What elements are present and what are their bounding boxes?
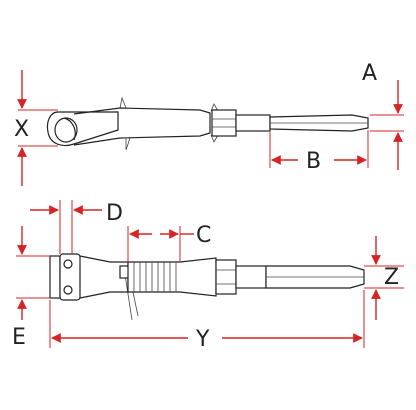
- dimension-b: B: [269, 130, 369, 174]
- label-x: X: [14, 117, 29, 142]
- label-c: C: [196, 223, 211, 248]
- label-z: Z: [384, 265, 399, 290]
- dimension-d: D: [30, 200, 123, 254]
- label-e: E: [12, 325, 26, 350]
- dimension-e: E: [12, 226, 50, 350]
- label-y: Y: [195, 327, 210, 352]
- dimension-c: C: [127, 223, 211, 262]
- label-a: A: [362, 61, 377, 86]
- dimension-y: Y: [49, 290, 365, 352]
- label-d: D: [106, 201, 123, 226]
- top-view-fitting: [46, 96, 369, 151]
- knurl-lines: [133, 262, 177, 292]
- dimension-z: Z: [364, 236, 404, 320]
- label-b: B: [306, 149, 321, 174]
- dimension-x: X: [14, 70, 58, 186]
- side-view-fitting: [49, 253, 365, 321]
- dimension-a: A: [362, 61, 404, 170]
